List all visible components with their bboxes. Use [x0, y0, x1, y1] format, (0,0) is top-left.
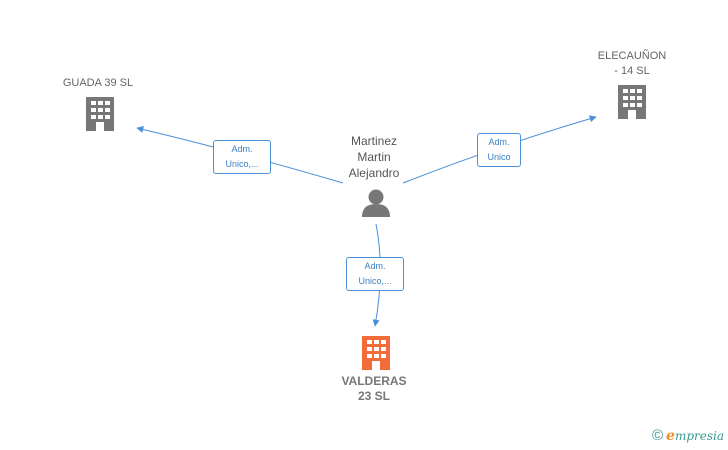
- building-icon[interactable]: [618, 85, 646, 119]
- edge-label-guada: Adm. Unico,...: [213, 140, 271, 174]
- company-label-guada[interactable]: GUADA 39 SL: [62, 77, 134, 89]
- edge-label-valderas: Adm. Unico,...: [346, 257, 404, 291]
- empresia-logo: empresia: [666, 427, 724, 444]
- person-label[interactable]: Martinez Martin Alejandro: [348, 134, 400, 180]
- company-label-valderas[interactable]: VALDERAS 23 SL: [341, 374, 407, 403]
- copyright-icon: ©: [651, 427, 664, 444]
- edge-label-elecaunon: Adm. Unico: [477, 133, 521, 167]
- company-label-elecaunon[interactable]: ELECAUÑON - 14 SL: [597, 50, 667, 77]
- person-icon[interactable]: [362, 189, 390, 218]
- brand-footer: © empresia: [652, 427, 724, 444]
- building-icon[interactable]: [362, 336, 390, 370]
- building-icon[interactable]: [86, 97, 114, 131]
